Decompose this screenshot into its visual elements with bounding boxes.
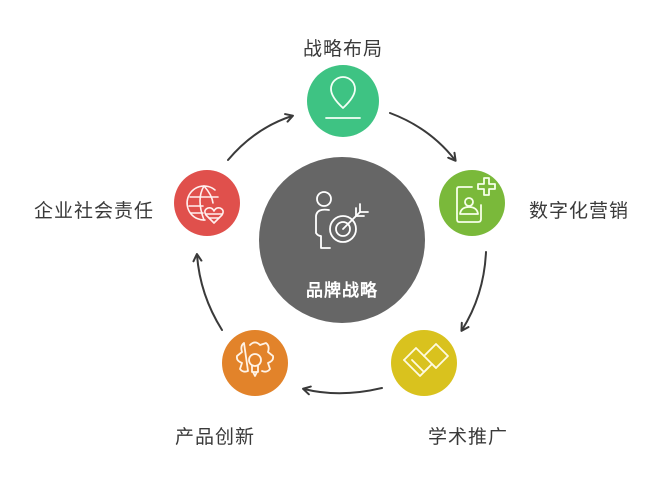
gear-lightbulb-icon bbox=[235, 341, 275, 377]
phone-user-plus-icon bbox=[456, 177, 496, 223]
label-csr: 企业社会责任 bbox=[34, 200, 155, 222]
label-product-innovation: 产品创新 bbox=[175, 426, 256, 448]
arrow-bottomleft-to-left bbox=[192, 253, 223, 331]
person-target-icon bbox=[315, 191, 369, 249]
node-product-innovation bbox=[222, 330, 288, 396]
center-node bbox=[259, 157, 425, 323]
map-pin-icon bbox=[325, 76, 361, 119]
node-strategic-layout bbox=[307, 65, 379, 137]
arrow-top-to-right bbox=[389, 112, 457, 162]
arrow-right-to-bottomright bbox=[460, 251, 487, 332]
node-academic-promotion bbox=[391, 330, 457, 396]
book-icon bbox=[403, 343, 449, 377]
label-academic-promotion: 学术推广 bbox=[428, 426, 509, 448]
cycle-arrows bbox=[192, 112, 487, 396]
label-digital-marketing: 数字化营销 bbox=[529, 200, 630, 222]
node-csr bbox=[174, 170, 240, 236]
arrow-bottomright-to-bottomleft bbox=[302, 385, 383, 396]
node-digital-marketing bbox=[439, 170, 505, 236]
center-label: 品牌战略 bbox=[306, 281, 378, 301]
label-strategic-layout: 战略布局 bbox=[303, 38, 384, 60]
arrow-left-to-top bbox=[227, 113, 294, 161]
globe-heart-icon bbox=[186, 185, 224, 224]
